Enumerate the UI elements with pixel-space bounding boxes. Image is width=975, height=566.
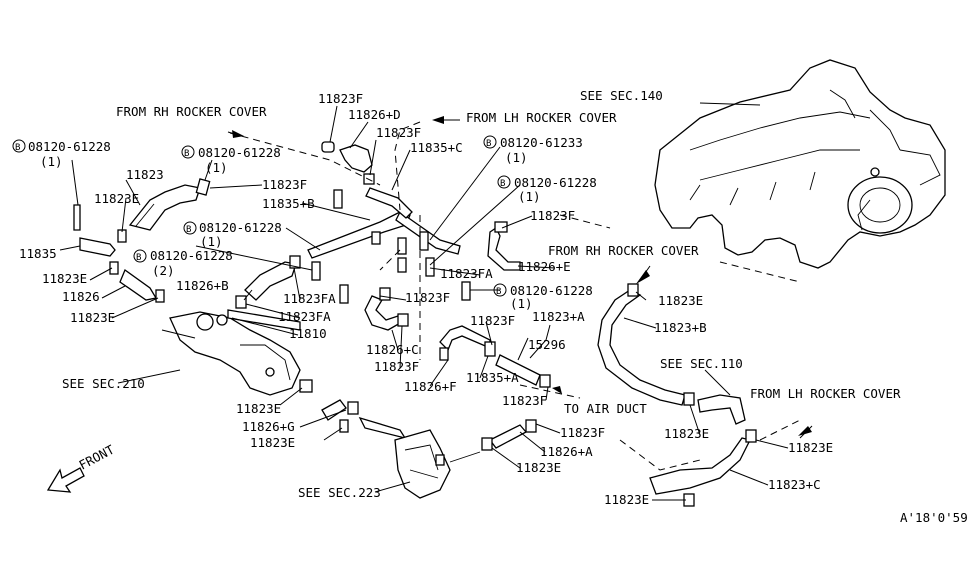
part-label: 11826+F [404, 379, 457, 394]
part-label: 11823E [788, 440, 833, 455]
bolt-qty: (1) [200, 234, 223, 249]
bolt-qty: (1) [205, 160, 228, 175]
part-label: 11823E [658, 293, 703, 308]
part-label: 11835+B [262, 196, 315, 211]
part-label: 11826+C [366, 342, 419, 357]
part-label: 11826 [62, 289, 100, 304]
part-label: 11823E [250, 435, 295, 450]
bolt-callout-3: B 08120-61228 (1) [183, 220, 282, 249]
bolt-qty: (1) [505, 150, 528, 165]
bolt-code: 08120-61228 [198, 145, 281, 160]
to-air-duct-label: TO AIR DUCT [564, 401, 647, 416]
part-label: 11835+C [410, 140, 463, 155]
part-label: 11826+D [348, 107, 401, 122]
part-label: 11823E [236, 401, 281, 416]
bolt-marker: B [500, 179, 505, 189]
bolt-marker: B [136, 253, 141, 263]
bolt-qty: (2) [152, 263, 175, 278]
part-label: 11823E [42, 271, 87, 286]
from-lh-rocker-cover-label: FROM LH ROCKER COVER [750, 386, 901, 401]
bolt-marker: B [496, 287, 501, 297]
bolt-qty: (1) [518, 189, 541, 204]
part-label: 11826+A [540, 444, 593, 459]
bolt-qty: (1) [510, 296, 533, 311]
right-hose-assembly [597, 283, 757, 507]
part-label: 11823+B [654, 320, 707, 335]
bolt-marker: B [15, 143, 20, 153]
intake-manifold-drawing [654, 59, 946, 269]
from-lh-rocker-cover-label: FROM LH ROCKER COVER [466, 110, 617, 125]
bolt-code: 08120-61233 [500, 135, 583, 150]
part-label: 11823E [94, 191, 139, 206]
bolt-code: 08120-61228 [514, 175, 597, 190]
part-label: 11823+C [768, 477, 821, 492]
flow-arrows [227, 116, 813, 439]
part-label: 11823F [376, 125, 421, 140]
part-label: 11823FA [278, 309, 331, 324]
bolt-marker: B [186, 225, 191, 235]
part-label: 11826+E [518, 259, 571, 274]
from-rh-rocker-cover-label: FROM RH ROCKER COVER [548, 243, 699, 258]
part-label: 11823 [126, 167, 164, 182]
part-label: 11823F [318, 91, 363, 106]
see-sec-210-label: SEE SEC.210 [62, 376, 145, 391]
central-pipe-assembly [307, 141, 551, 388]
part-label: 11835+A [466, 370, 519, 385]
part-label: 11826+G [242, 419, 295, 434]
part-label: 11823F [502, 393, 547, 408]
bolt-callout-6: B 08120-61228 (1) [497, 175, 597, 204]
bolt-code: 08120-61228 [199, 220, 282, 235]
see-sec-140-label: SEE SEC.140 [580, 88, 663, 103]
bolt-callout-1: B 08120-61228 (1) [12, 139, 111, 169]
part-label: 11823E [664, 426, 709, 441]
part-label: 11810 [289, 326, 327, 341]
part-label: 11823FA [283, 291, 336, 306]
see-sec-110-label: SEE SEC.110 [660, 356, 743, 371]
bolt-marker: B [486, 139, 491, 149]
bolt-marker: B [184, 149, 189, 159]
leader-lines [59, 102, 801, 501]
bolt-callout-2: B 08120-61228 (1) [181, 145, 281, 175]
bolt-callout-4: B 08120-61228 (2) [133, 248, 233, 278]
part-label: 11823+A [532, 309, 585, 324]
lower-hose-assembly [299, 379, 537, 499]
figure-code: A'18'0'59 [900, 510, 968, 525]
part-label: 11835 [19, 246, 57, 261]
bolt-callout-7: B 08120-61228 (1) [493, 283, 593, 311]
part-label: 11823E [70, 310, 115, 325]
part-label: 11823F [560, 425, 605, 440]
bolt-code: 08120-61228 [28, 139, 111, 154]
bolt-code: 08120-61228 [150, 248, 233, 263]
see-sec-223-label: SEE SEC.223 [298, 485, 381, 500]
part-label: 11823E [516, 460, 561, 475]
part-label: 11823F [470, 313, 515, 328]
bolt-callout-5: B 08120-61233 (1) [483, 135, 583, 165]
part-label: 11823F [405, 290, 450, 305]
bolt-qty: (1) [40, 154, 63, 169]
bolt-code: 08120-61228 [510, 283, 593, 298]
left-hose-assembly [73, 178, 349, 396]
from-rh-rocker-cover-label: FROM RH ROCKER COVER [116, 104, 267, 119]
part-label: 11823F [530, 208, 575, 223]
part-label: 15296 [528, 337, 566, 352]
part-label: 11826+B [176, 278, 229, 293]
front-label: FRONT [76, 442, 117, 473]
part-label: 11823F [262, 177, 307, 192]
part-label: 11823E [604, 492, 649, 507]
front-arrow-icon [46, 467, 85, 493]
part-label: 11823FA [440, 266, 493, 281]
part-label: 11823F [374, 359, 419, 374]
